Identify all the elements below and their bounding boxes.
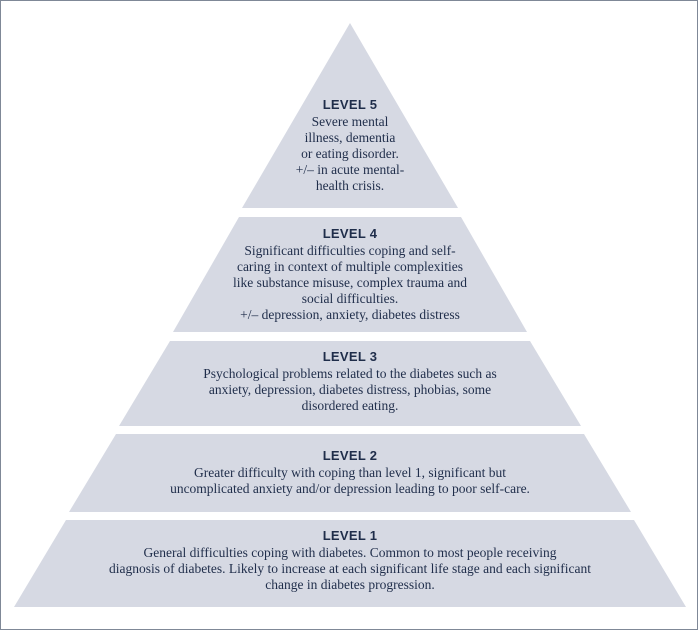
level-5-line: illness, dementia [304, 130, 396, 145]
level-1-title: LEVEL 1 [322, 528, 378, 543]
level-5-line: +/– in acute mental- [295, 162, 405, 177]
level-3-tier [119, 341, 581, 426]
level-3-line: disordered eating. [301, 398, 399, 413]
level-2-block: LEVEL 2 Greater difficulty with coping t… [110, 448, 590, 497]
level-4-line: caring in context of multiple complexiti… [236, 259, 464, 274]
level-3-line: Psychological problems related to the di… [203, 366, 497, 381]
level-5-line: or eating disorder. [301, 146, 399, 161]
level-4-line: social difficulties. [301, 291, 399, 306]
level-2-title: LEVEL 2 [322, 448, 378, 463]
level-1-block: LEVEL 1 General difficulties coping with… [60, 528, 640, 593]
level-4-line: +/– depression, anxiety, diabetes distre… [240, 307, 460, 322]
level-4-block: LEVEL 4 Significant difficulties coping … [175, 226, 525, 323]
level-3-line: anxiety, depression, diabetes distress, … [208, 382, 492, 397]
level-5-tier [242, 23, 458, 208]
level-5-line: Severe mental [311, 114, 389, 129]
level-5-line: health crisis. [315, 178, 385, 193]
level-4-line: Significant difficulties coping and self… [244, 243, 456, 258]
level-4-line: like substance misuse, complex trauma an… [233, 275, 467, 290]
level-4-tier [173, 217, 527, 332]
level-3-block: LEVEL 3 Psychological problems related t… [140, 349, 560, 414]
level-3-title: LEVEL 3 [322, 349, 378, 364]
level-2-line: uncomplicated anxiety and/or depression … [170, 481, 530, 496]
level-1-tier [14, 520, 686, 607]
level-5-block: LEVEL 5 Severe mental illness, dementia … [250, 97, 450, 194]
level-1-line: General difficulties coping with diabete… [143, 545, 557, 560]
level-1-line: change in diabetes progression. [265, 577, 435, 592]
level-4-title: LEVEL 4 [322, 226, 378, 241]
level-5-title: LEVEL 5 [322, 97, 378, 112]
level-2-tier [69, 434, 631, 512]
level-2-line: Greater difficulty with coping than leve… [193, 465, 507, 480]
level-1-line: diagnosis of diabetes. Likely to increas… [108, 561, 592, 576]
